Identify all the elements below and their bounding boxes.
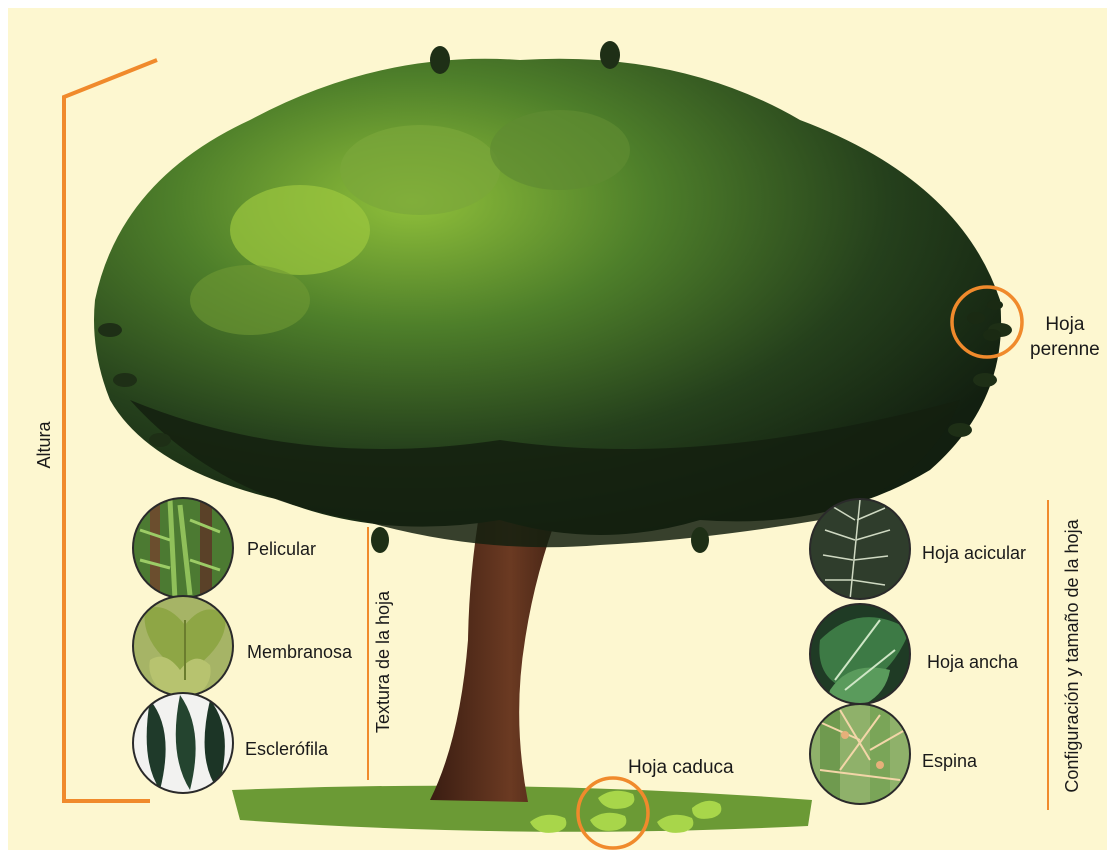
texture-item-label: Membranosa [247,643,352,661]
shape-group-label: Configuración y tamaño de la hoja [1063,519,1081,792]
evergreen-label-line1: Hoja [1030,313,1100,338]
texture-item-label: Esclerófila [245,740,328,758]
texture-item-label: Pelicular [247,540,316,558]
deciduous-label: Hoja caduca [628,758,734,777]
height-label: Altura [35,421,53,468]
shape-item-label: Hoja ancha [927,653,1018,671]
shape-item-label: Hoja acicular [922,544,1026,562]
evergreen-label-line2: perenne [1030,338,1100,363]
shape-item-label: Espina [922,752,977,770]
texture-group-label: Textura de la hoja [374,591,392,733]
evergreen-label: Hoja perenne [1030,313,1100,362]
